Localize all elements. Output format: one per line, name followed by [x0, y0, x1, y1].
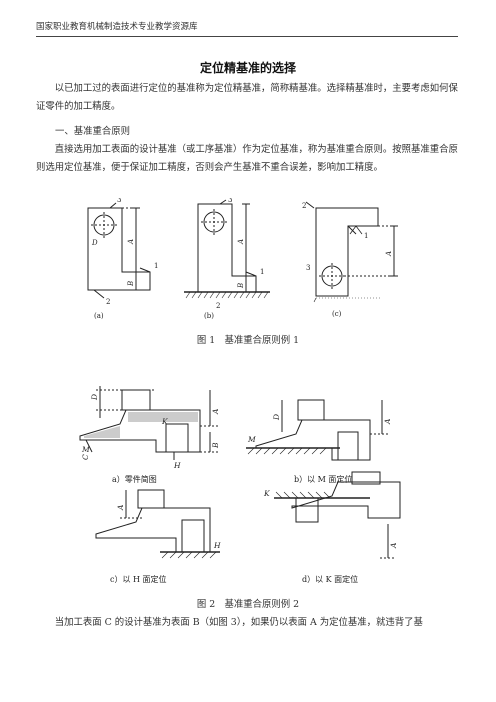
- fig2a-dim-d: D: [90, 394, 99, 401]
- figure-2: D A B C K M H D A M A H A K a）零件简图 b）以 M…: [79, 386, 401, 584]
- figure-2a-part: [79, 386, 220, 460]
- fig1a-label-1: 1: [154, 262, 158, 270]
- fig2d-caption: d）以 K 面定位: [302, 574, 358, 584]
- fig2a-label-m: M: [81, 445, 90, 454]
- fig2a-dim-b: B: [211, 442, 220, 449]
- fig3-intro-paragraph: 当加工表面 C 的设计基准为表面 B（如图 3），如果仍以表面 A 为定位基准，…: [54, 617, 423, 628]
- section-heading: 一、基准重合原则: [55, 126, 131, 137]
- fig1b-label-3: 3: [228, 198, 232, 204]
- fig1a-label-3: 3: [117, 198, 121, 204]
- fig1b-dim-a: A: [237, 239, 245, 245]
- fig1a-label-2: 2: [106, 298, 110, 306]
- fig2a-dim-a: A: [211, 408, 220, 415]
- fig1b-caption: (b): [204, 312, 214, 320]
- fig2b-dim-a: A: [383, 418, 392, 425]
- figure-2b-part: [246, 399, 390, 461]
- fig1b-dim-b: B: [237, 283, 245, 289]
- fig1a-dim-d: D: [91, 239, 98, 247]
- fig1c-caption: (c): [332, 310, 342, 318]
- fig1b-label-2: 2: [216, 302, 220, 310]
- fig2b-caption: b）以 M 面定位: [294, 474, 352, 484]
- figure-2-caption: 图 2 基准重合原则例 2: [196, 599, 300, 610]
- figure-1b-part: [184, 199, 270, 299]
- fig2c-label-h: H: [213, 541, 221, 550]
- fig2a-caption: a）零件简图: [112, 474, 157, 484]
- figure-1: 3 1 2 D (a) 3 1 2 (b) 2 1 3 (c) A B A B …: [87, 198, 398, 320]
- fig1b-label-1: 1: [260, 268, 264, 276]
- figure-2d-part: [274, 471, 401, 559]
- fig2b-dim-d: D: [272, 414, 281, 421]
- fig1c-dim-a: A: [385, 251, 393, 257]
- fig2d-dim-a: A: [389, 542, 398, 549]
- fig2b-label-m: M: [247, 435, 256, 444]
- fig1c-label-1: 1: [364, 232, 368, 240]
- header-rule: [36, 36, 458, 37]
- principle-paragraph: 直接选用加工表面的设计基准（或工序基准）作为定位基准，称为基准重合原则。按照基准…: [36, 144, 458, 173]
- fig2a-label-h: H: [173, 461, 181, 470]
- intro-paragraph: 以已加工过的表面进行定位的基准称为定位精基准，简称精基准。选择精基准时，主要考虑…: [36, 83, 458, 112]
- fig2d-label-k: K: [263, 489, 270, 498]
- page-header: 国家职业教育机械制造技术专业教学资源库: [36, 22, 198, 32]
- fig2c-dim-a: A: [116, 504, 125, 511]
- figure-1-caption: 图 1 基准重合原则例 1: [196, 335, 300, 346]
- fig1c-label-2: 2: [302, 202, 306, 210]
- figure-2c-part: [95, 489, 220, 559]
- fig1a-dim-b: B: [127, 281, 135, 287]
- page-title: 定位精基准的选择: [199, 61, 296, 75]
- figure-1a-part: [87, 202, 151, 299]
- fig1a-caption: (a): [94, 312, 104, 320]
- figure-1c-part: [305, 201, 398, 303]
- fig2c-caption: c）以 H 面定位: [110, 574, 167, 584]
- fig2a-label-k: K: [161, 417, 168, 426]
- fig2a-dim-c: C: [81, 454, 90, 460]
- fig1a-dim-a: A: [127, 239, 135, 245]
- fig1c-label-3: 3: [306, 264, 310, 272]
